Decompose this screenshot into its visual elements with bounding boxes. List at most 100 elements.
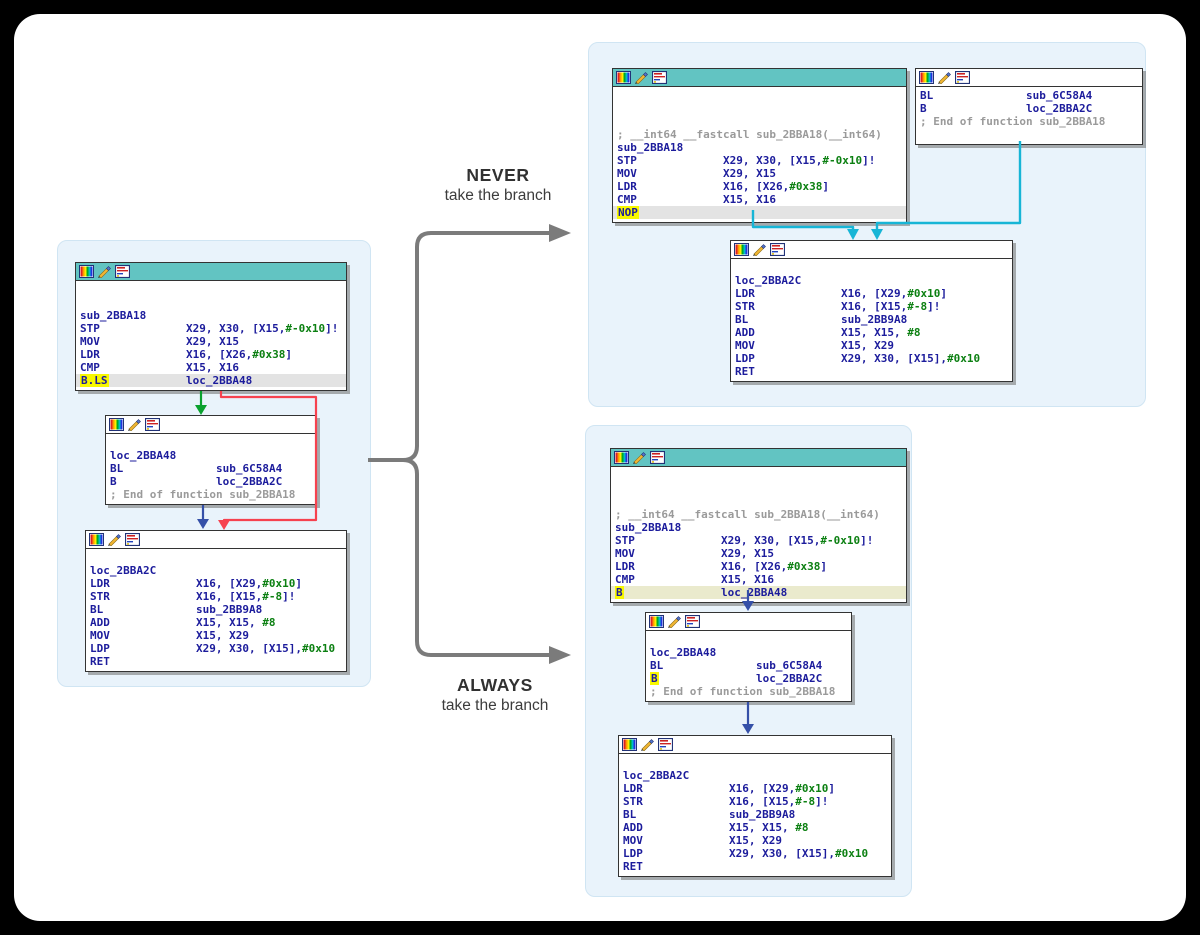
node-titlebar[interactable]: [646, 613, 851, 631]
node-window-icon[interactable]: [124, 532, 141, 547]
node-edit-icon[interactable]: [127, 418, 142, 432]
node-color-icon[interactable]: [616, 71, 631, 84]
code-line: [731, 261, 1012, 274]
node-color-icon[interactable]: [109, 418, 124, 431]
code-line: [613, 102, 906, 115]
node-window-icon[interactable]: [649, 450, 666, 465]
node-titlebar[interactable]: [106, 416, 316, 434]
node-color-icon[interactable]: [622, 738, 637, 751]
node-edit-icon[interactable]: [752, 243, 767, 257]
graph-node-never-entry[interactable]: ; __int64 __fastcall sub_2BBA18(__int64)…: [612, 68, 907, 223]
node-window-icon[interactable]: [114, 264, 131, 279]
node-window-icon[interactable]: [684, 614, 701, 629]
node-edit-icon[interactable]: [632, 451, 647, 465]
code-line: RET: [90, 655, 110, 668]
node-titlebar[interactable]: [76, 263, 346, 281]
node-color-icon[interactable]: [614, 451, 629, 464]
code-line: [613, 89, 906, 102]
always-label: ALWAYS take the branch: [410, 675, 580, 715]
code-line: sub_2BBA18: [615, 521, 682, 534]
node-titlebar[interactable]: [619, 736, 891, 754]
node-edit-icon[interactable]: [107, 533, 122, 547]
node-color-icon[interactable]: [79, 265, 94, 278]
node-color-icon[interactable]: [919, 71, 934, 84]
code-line: [646, 633, 851, 646]
edge-never-arrowhead: [549, 224, 571, 242]
node-edit-icon[interactable]: [667, 615, 682, 629]
code-line: loc_2BBA48: [650, 646, 717, 659]
node-window-icon[interactable]: [657, 737, 674, 752]
node-edit-icon[interactable]: [640, 738, 655, 752]
code-line: [916, 128, 1142, 141]
code-line: sub_2BBA18: [617, 141, 684, 154]
code-line: [611, 482, 906, 495]
code-line: sub_2BBA18: [80, 309, 147, 322]
node-window-icon[interactable]: [954, 70, 971, 85]
node-window-icon[interactable]: [651, 70, 668, 85]
node-color-icon[interactable]: [649, 615, 664, 628]
node-titlebar[interactable]: [611, 449, 906, 467]
node-color-icon[interactable]: [89, 533, 104, 546]
code-line: ; End of function sub_2BBA18: [650, 685, 836, 698]
code-line: ; End of function sub_2BBA18: [110, 488, 296, 501]
never-label-sub: take the branch: [444, 187, 552, 204]
node-edit-icon[interactable]: [97, 265, 112, 279]
code-line: [611, 469, 906, 482]
code-line: NOP: [613, 206, 906, 219]
node-titlebar[interactable]: [86, 531, 346, 549]
code-line: [86, 551, 346, 564]
node-titlebar[interactable]: [613, 69, 906, 87]
node-color-icon[interactable]: [734, 243, 749, 256]
never-label-title: NEVER: [466, 165, 530, 185]
node-window-icon[interactable]: [144, 417, 161, 432]
code-line: loc_2BBA2C: [623, 769, 690, 782]
node-window-icon[interactable]: [769, 242, 786, 257]
code-line: loc_2BBA2C: [90, 564, 157, 577]
node-titlebar[interactable]: [731, 241, 1012, 259]
code-line: loc_2BBA2C: [735, 274, 802, 287]
code-line: [76, 296, 346, 309]
node-titlebar[interactable]: [916, 69, 1142, 87]
node-edit-icon[interactable]: [937, 71, 952, 85]
graph-node-always-entry[interactable]: ; __int64 __fastcall sub_2BBA18(__int64)…: [610, 448, 907, 603]
edge-always-arrow: [368, 458, 549, 657]
code-line: [613, 115, 906, 128]
node-body: ; __int64 __fastcall sub_2BBA18(__int64)…: [611, 467, 906, 602]
code-line: [619, 756, 891, 769]
node-edit-icon[interactable]: [634, 71, 649, 85]
code-line: ; __int64 __fastcall sub_2BBA18(__int64): [615, 508, 880, 521]
